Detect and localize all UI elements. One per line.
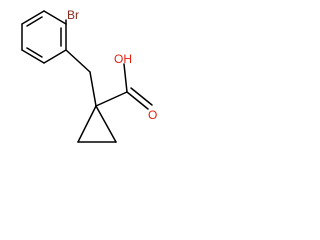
bond-ch2-cq	[89, 71, 97, 107]
bond-c-o-double-1	[126, 91, 149, 110]
bond-ring-ch2	[65, 49, 91, 73]
ring-bond-c3-c4	[43, 49, 67, 64]
bond-c-o-double-2	[130, 87, 153, 106]
cyclopropane-bond-a	[77, 105, 97, 143]
ring-double-bond-inner-3	[26, 16, 43, 27]
atom-label-oh: OH	[114, 52, 132, 66]
cyclopropane-ring	[77, 105, 117, 143]
cyclopropane-bond-c	[95, 105, 117, 143]
atom-label-o: O	[148, 108, 157, 122]
ring-bond-c1-c2	[43, 10, 67, 25]
atom-label-br: Br	[67, 8, 79, 22]
ring-bond-c6-c1	[21, 10, 45, 25]
molecule-structure: Br OH O	[21, 8, 157, 143]
benzene-ring	[21, 10, 67, 64]
ring-bond-c4-c5	[21, 49, 45, 64]
bond-cq-ccooh	[95, 91, 128, 107]
bond-c-oh	[123, 63, 128, 93]
ring-double-bond-inner-2	[26, 47, 43, 58]
